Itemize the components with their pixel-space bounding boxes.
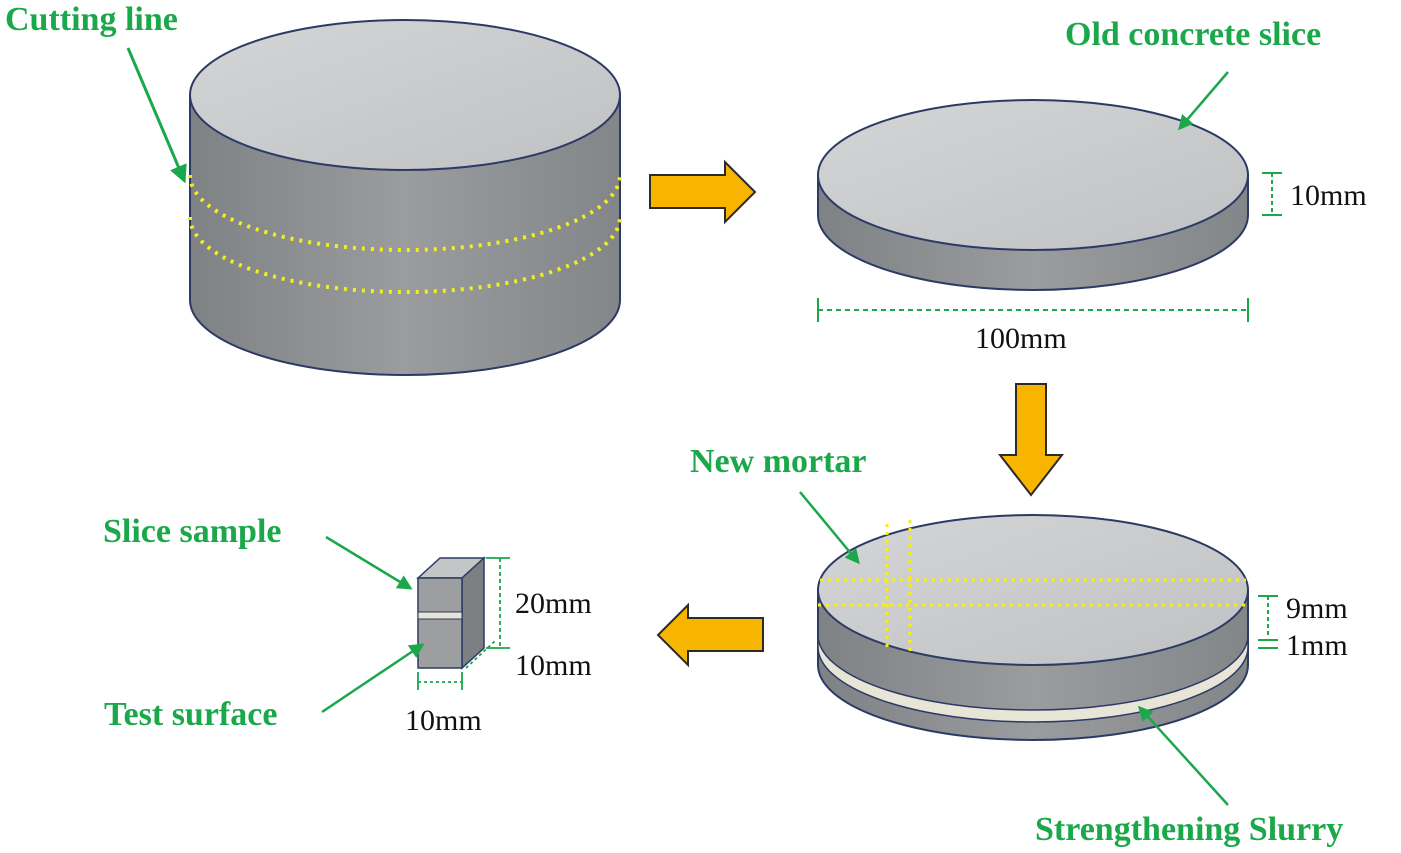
cutting-line-label: Cutting line — [5, 1, 178, 38]
concrete-cylinder — [188, 19, 622, 376]
new-mortar-pointer — [799, 491, 860, 565]
composite-slice — [817, 514, 1249, 741]
mortar-thickness-value: 9mm — [1286, 592, 1348, 625]
strengthening-slurry-pointer — [1137, 705, 1229, 806]
slice-thickness-value: 10mm — [1290, 179, 1367, 212]
strengthening-slurry-label: Strengthening Slurry — [1035, 811, 1343, 848]
slice-sample-label: Slice sample — [103, 513, 281, 550]
test-surface-label: Test surface — [104, 696, 277, 733]
slice-diameter-value: 100mm — [975, 322, 1067, 355]
strengthening-slurry-layer — [817, 634, 1249, 723]
cutting-line-pointer — [126, 47, 187, 184]
slice-thickness-dimension — [1262, 172, 1282, 216]
arrow-left-icon — [656, 602, 764, 668]
sample-dimensions — [417, 557, 510, 690]
sample-height-value: 20mm — [515, 587, 592, 620]
arrow-down-icon — [997, 383, 1065, 497]
slurry-thickness-value: 1mm — [1286, 629, 1348, 662]
test-surface-pointer — [321, 643, 425, 714]
sample-depth-value: 10mm — [515, 649, 592, 682]
slice-sample-block — [416, 556, 486, 670]
old-concrete-slice-pointer — [1178, 71, 1229, 131]
slice-diameter-dimension — [817, 298, 1249, 322]
old-concrete-slice — [817, 99, 1249, 291]
old-concrete-slice-label: Old concrete slice — [1065, 16, 1321, 53]
arrow-right-icon — [649, 159, 757, 225]
cut-grid-lines — [818, 520, 1248, 656]
new-mortar-label: New mortar — [690, 443, 867, 480]
slice-sample-pointer — [325, 535, 413, 590]
sample-slurry-band — [417, 611, 463, 620]
sample-width-value: 10mm — [405, 704, 482, 737]
mortar-thickness-dimension — [1258, 595, 1278, 649]
